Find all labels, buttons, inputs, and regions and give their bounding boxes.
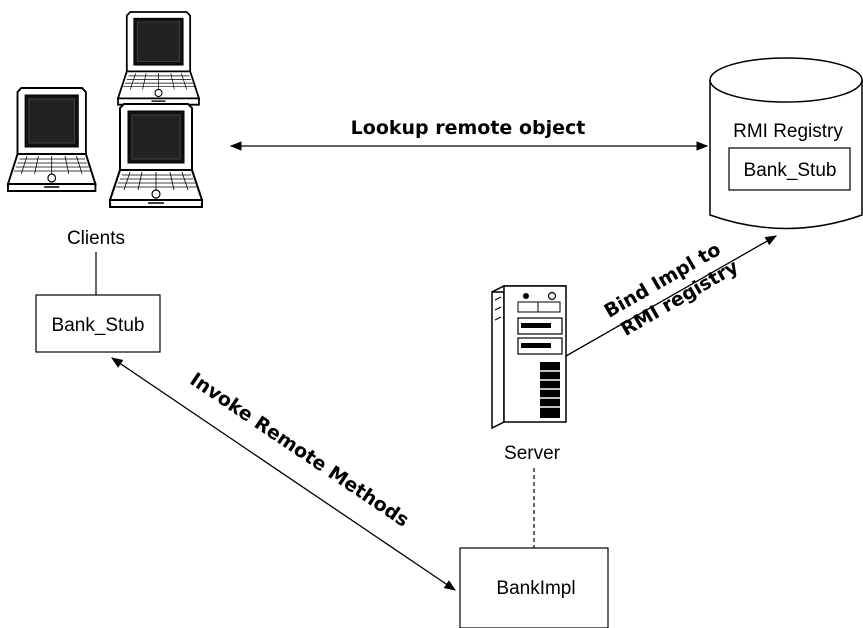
bind-label-group: Bind Impl to RMI registry: [601, 238, 743, 340]
laptop-icon: [109, 103, 203, 208]
laptop-icon: [7, 87, 97, 192]
server-label: Server: [504, 443, 561, 464]
bind-arrow: [565, 235, 778, 357]
server-tower-icon: [491, 284, 567, 430]
client-stub-label: Bank_Stub: [52, 315, 145, 336]
lookup-label: Lookup remote object: [351, 117, 586, 139]
clients-laptops: [7, 11, 203, 208]
laptop-icon: [117, 11, 200, 106]
clients-label: Clients: [67, 228, 125, 249]
bank-impl-label: BankImpl: [496, 578, 575, 599]
database-cylinder-icon: [709, 57, 863, 230]
registry-label: RMI Registry: [733, 121, 843, 142]
invoke-arrow: [111, 357, 456, 591]
invoke-label: Invoke Remote Methods: [186, 368, 413, 531]
registry-stub-label: Bank_Stub: [744, 160, 837, 181]
registry-stub-box: [728, 147, 851, 191]
bank-impl-box: [459, 547, 609, 628]
client-stub-box: [35, 294, 161, 353]
